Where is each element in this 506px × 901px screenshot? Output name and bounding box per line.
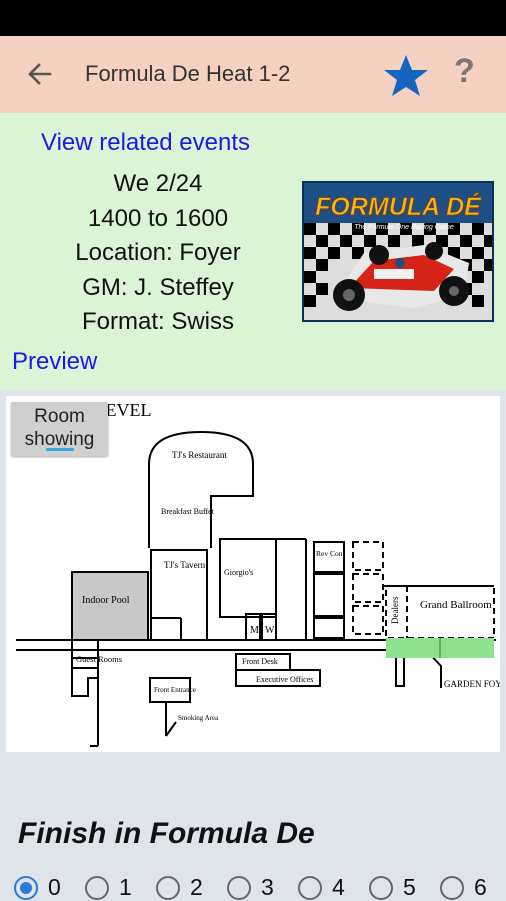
label-breakfast-buffet: Breakfast Buffet [161, 507, 215, 516]
radio-label: 5 [403, 874, 416, 900]
radio-circle[interactable] [298, 876, 322, 900]
radio-circle[interactable] [156, 876, 180, 900]
radio-label: 4 [332, 874, 345, 900]
event-gm: GM: J. Steffey [82, 274, 234, 301]
label-executive-offices: Executive Offices [256, 675, 313, 684]
box-title: FORMULA DÉ [315, 192, 482, 221]
floor-plan-drawing: MAIN LEVEL TJ's Restaurant Breakfast Buf… [16, 400, 500, 747]
event-date: We 2/24 [113, 170, 203, 197]
event-format: Format: Swiss [81, 308, 234, 335]
radio-circle[interactable] [14, 876, 38, 900]
game-box-image[interactable]: FORMULA DÉ The Formula One Racing Game [302, 181, 494, 322]
app-bar: Formula De Heat 1-2 ? [0, 36, 506, 113]
event-location: Location: Foyer [75, 239, 241, 266]
radio-circle[interactable] [369, 876, 393, 900]
radio-label: 0 [48, 874, 61, 900]
label-grand-ballroom: Grand Ballroom [420, 599, 492, 611]
back-arrow-icon[interactable] [24, 58, 56, 90]
room-showing-button[interactable]: Room showing [11, 402, 108, 456]
box-subtitle: The Formula One Racing Game [354, 224, 454, 231]
label-tjs-restaurant: TJ's Restaurant [172, 450, 227, 460]
radio-circle[interactable] [440, 876, 464, 900]
label-garden-foyer: GARDEN FOYER [444, 679, 500, 689]
label-m: M [250, 625, 259, 636]
finish-question-label: Finish in Formula De [18, 817, 315, 850]
radio-label: 6 [474, 874, 487, 900]
label-rev-con: Rev Con [316, 549, 343, 558]
status-bar [0, 0, 506, 36]
room-button-underline [46, 448, 74, 451]
label-indoor-pool: Indoor Pool [82, 595, 130, 606]
label-w: W [265, 625, 275, 636]
page-title: Formula De Heat 1-2 [85, 61, 291, 86]
label-front-entrance: Front Entrance [154, 686, 196, 694]
game-box-art: FORMULA DÉ The Formula One Racing Game [304, 183, 492, 320]
event-time: 1400 to 1600 [87, 205, 229, 232]
event-info-panel: View related events We 2/24 1400 to 1600… [0, 113, 506, 390]
label-front-desk: Front Desk [242, 657, 278, 666]
label-guest-rooms: Guest Rooms [76, 654, 122, 664]
label-giorgios: Giorgio's [224, 568, 253, 577]
favorite-star-icon[interactable] [382, 53, 430, 99]
radio-label: 2 [190, 874, 203, 900]
finish-radio-group: 0 1 2 3 4 5 6 [14, 874, 506, 900]
preview-link[interactable]: Preview [12, 348, 98, 375]
view-related-events-link[interactable]: View related events [41, 129, 251, 156]
radio-label: 1 [119, 874, 132, 900]
room-button-line1: Room [34, 406, 85, 427]
label-dealers: Dealers [390, 596, 400, 624]
radio-label: 3 [261, 874, 274, 900]
label-tjs-tavern: TJ's Tavern [164, 560, 206, 570]
floor-map: MAIN LEVEL TJ's Restaurant Breakfast Buf… [6, 396, 500, 752]
help-icon[interactable]: ? [454, 52, 475, 90]
radio-circle[interactable] [85, 876, 109, 900]
radio-circle[interactable] [227, 876, 251, 900]
room-button-line2: showing [24, 429, 95, 450]
label-smoking-area: Smoking Area [178, 714, 219, 722]
